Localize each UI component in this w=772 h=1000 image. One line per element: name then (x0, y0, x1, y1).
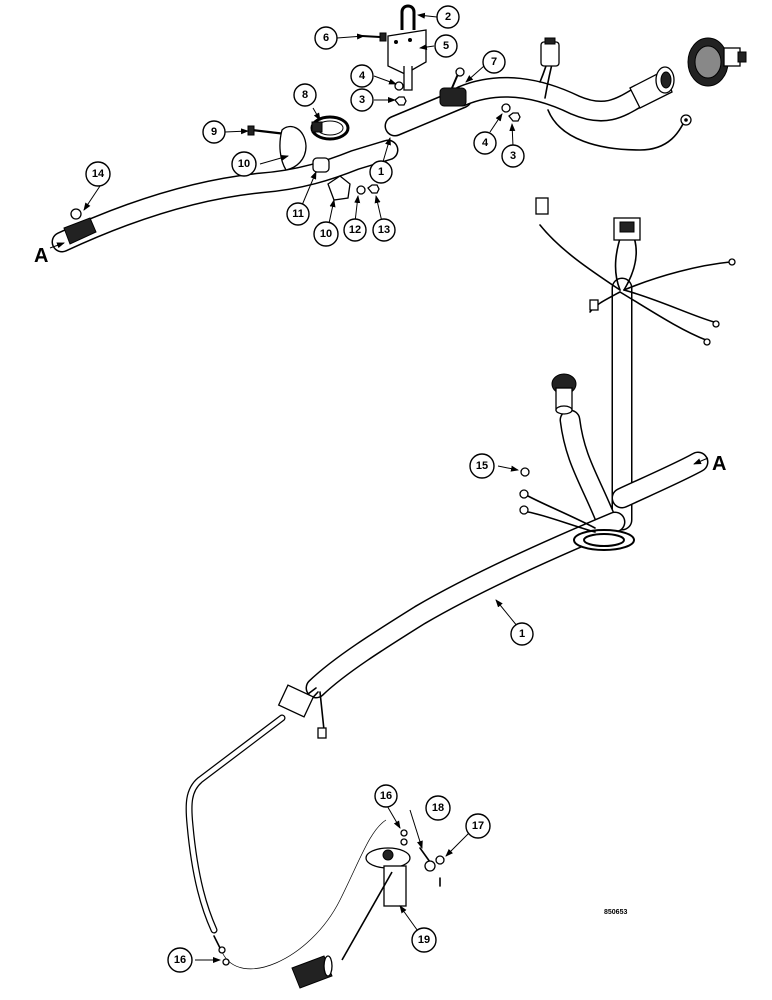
svg-text:18: 18 (432, 802, 444, 814)
washer-icon (394, 81, 404, 91)
clip-icon (439, 67, 467, 107)
svg-text:12: 12 (349, 224, 361, 236)
svg-text:2: 2 (445, 11, 451, 23)
reference-letter-a-left: A (34, 245, 48, 267)
callout-13: 13 (372, 218, 396, 242)
svg-text:4: 4 (482, 137, 489, 149)
callout-7: 7 (482, 50, 506, 74)
callout-10: 10 (313, 221, 339, 247)
callout-6: 6 (314, 26, 338, 50)
washer-icon (356, 185, 366, 195)
washer-icon (501, 103, 511, 113)
mating-connector-icon (687, 37, 747, 87)
svg-text:8: 8 (302, 89, 308, 101)
bolt-icon (361, 32, 387, 42)
bolt-icon (247, 125, 287, 136)
callout-14: 14 (85, 161, 111, 187)
callout-8: 8 (293, 83, 317, 107)
washer-icon (520, 467, 530, 477)
callout-4: 4 (350, 64, 374, 88)
svg-text:19: 19 (418, 934, 430, 946)
svg-text:10: 10 (238, 158, 250, 170)
svg-text:15: 15 (476, 460, 488, 472)
drawing-code: 850653 (604, 909, 627, 916)
grommet-icon (312, 157, 330, 173)
svg-text:1: 1 (378, 166, 384, 178)
nut-icon (508, 112, 521, 122)
round-connector-icon (551, 373, 577, 415)
svg-text:5: 5 (443, 40, 449, 52)
callout-1: 1 (510, 622, 534, 646)
callout-1: 1 (369, 160, 393, 184)
callout-10: 10 (231, 151, 257, 177)
callout-5: 5 (434, 34, 458, 58)
bracket-icon (387, 29, 427, 91)
callout-19: 19 (411, 927, 437, 953)
upper-harness (51, 37, 747, 253)
svg-text:3: 3 (510, 150, 516, 162)
clamp-half-icon (327, 175, 351, 201)
svg-text:13: 13 (378, 224, 390, 236)
svg-text:11: 11 (292, 208, 304, 220)
sender-harness (185, 684, 387, 970)
svg-text:14: 14 (92, 168, 105, 180)
callout-4: 4 (473, 131, 497, 155)
svg-text:16: 16 (380, 790, 392, 802)
callout-12: 12 (343, 218, 367, 242)
svg-text:9: 9 (211, 126, 217, 138)
svg-text:7: 7 (491, 56, 497, 68)
callout-17: 17 (465, 813, 491, 839)
svg-text:3: 3 (359, 94, 365, 106)
reference-letter-a-right: A (712, 453, 726, 475)
round-connector-icon (629, 66, 675, 109)
callout-3: 3 (350, 88, 374, 112)
clamp-half-icon (279, 125, 307, 171)
callout-16: 16 (167, 947, 193, 973)
clip-icon (63, 217, 97, 245)
hose-clamp-icon (310, 115, 350, 141)
svg-text:17: 17 (472, 820, 484, 832)
u-bolt-icon (400, 4, 416, 30)
callout-2: 2 (436, 5, 460, 29)
fuel-sender-icon (291, 847, 411, 989)
svg-text:16: 16 (174, 954, 186, 966)
callout-11: 11 (286, 202, 310, 226)
callout-18: 18 (425, 795, 451, 821)
callout-3: 3 (501, 144, 525, 168)
nut-icon (394, 96, 407, 106)
nut-icon (367, 184, 380, 194)
svg-text:1: 1 (519, 628, 525, 640)
callout-15: 15 (469, 453, 495, 479)
lower-harness (305, 197, 736, 699)
svg-text:10: 10 (320, 228, 332, 240)
svg-text:6: 6 (323, 32, 329, 44)
svg-text:4: 4 (359, 70, 366, 82)
callout-16: 16 (374, 784, 398, 808)
callout-9: 9 (202, 120, 226, 144)
